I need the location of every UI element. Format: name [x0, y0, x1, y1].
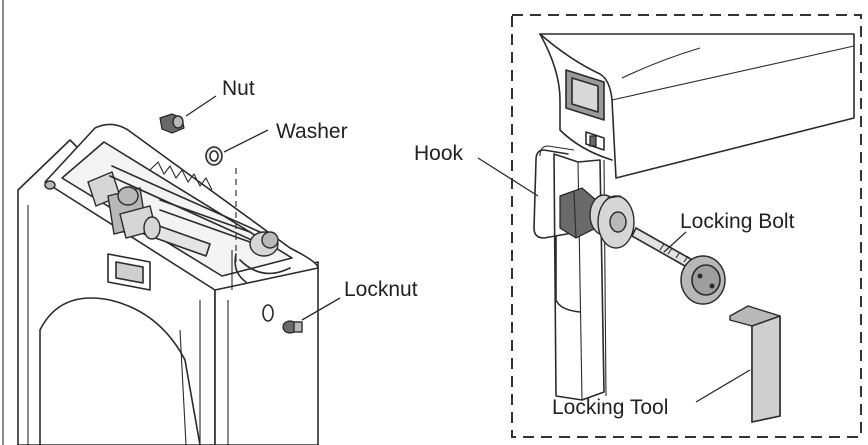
locking-bolt-label: Locking Bolt — [680, 210, 795, 233]
nut-part — [159, 113, 185, 134]
locknut-label: Locknut — [344, 278, 418, 301]
washer-part — [205, 146, 223, 166]
washer-leader — [223, 129, 269, 153]
locking-bolt-leader — [663, 231, 687, 253]
nut-leader — [185, 95, 217, 117]
locking-tool-label: Locking Tool — [552, 396, 668, 419]
tank-assembly — [2, 0, 319, 445]
detail-frame — [511, 14, 862, 438]
washer-label: Washer — [276, 120, 348, 143]
detail-inset — [511, 14, 862, 438]
locking-tool-leader — [695, 369, 751, 403]
hook-leader — [477, 157, 539, 197]
hook-label: Hook — [414, 142, 464, 165]
nut-label: Nut — [222, 77, 255, 100]
locknut-leader — [301, 297, 341, 321]
locknut-part — [282, 320, 303, 334]
